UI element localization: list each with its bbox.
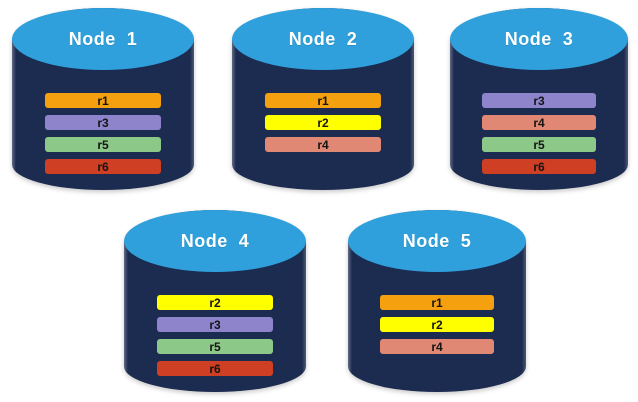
replica-bar[interactable]: r2 — [380, 317, 494, 332]
replica-bar[interactable]: r5 — [45, 137, 161, 152]
cylinder-top-ellipse: Node 4 — [124, 210, 306, 272]
replica-label: r3 — [97, 115, 109, 130]
replica-bar[interactable]: r5 — [157, 339, 273, 354]
replica-label: r2 — [209, 295, 221, 310]
cylinder-top-ellipse: Node 2 — [232, 8, 414, 70]
replica-label: r6 — [209, 361, 221, 376]
database-node-cylinder[interactable]: Node 2 r1 r2 r4 — [232, 8, 414, 190]
replica-label: r3 — [533, 93, 545, 108]
replica-label: r5 — [97, 137, 109, 152]
cylinder-top-ellipse: Node 1 — [12, 8, 194, 70]
database-node-cylinder[interactable]: Node 5 r1 r2 r4 — [348, 210, 526, 392]
cylinder-top-ellipse: Node 5 — [348, 210, 526, 272]
replica-label: r3 — [209, 317, 221, 332]
database-node-cylinder[interactable]: Node 1 r1 r3 r5 r6 — [12, 8, 194, 190]
replica-bar[interactable]: r6 — [157, 361, 273, 376]
replica-label: r6 — [533, 159, 545, 174]
database-node-cylinder[interactable]: Node 4 r2 r3 r5 r6 — [124, 210, 306, 392]
replica-bar[interactable]: r2 — [265, 115, 381, 130]
node-title: Node 1 — [68, 28, 138, 49]
cylinder-top-ellipse: Node 3 — [450, 8, 628, 70]
replica-list: r1 r2 r4 — [232, 93, 414, 152]
replica-list: r1 r3 r5 r6 — [12, 93, 194, 174]
replica-bar[interactable]: r3 — [45, 115, 161, 130]
node-title: Node 4 — [180, 230, 250, 251]
replica-bar[interactable]: r3 — [157, 317, 273, 332]
node-title: Node 3 — [504, 28, 574, 49]
node-title: Node 5 — [402, 230, 472, 251]
replica-list: r2 r3 r5 r6 — [124, 295, 306, 376]
replica-bar[interactable]: r4 — [482, 115, 596, 130]
replica-bar[interactable]: r5 — [482, 137, 596, 152]
replica-label: r6 — [97, 159, 109, 174]
replica-bar[interactable]: r1 — [380, 295, 494, 310]
replica-label: r1 — [431, 295, 443, 310]
replica-bar[interactable]: r4 — [380, 339, 494, 354]
replica-bar[interactable]: r6 — [482, 159, 596, 174]
replica-bar[interactable]: r4 — [265, 137, 381, 152]
replica-label: r2 — [431, 317, 443, 332]
replica-list: r1 r2 r4 — [348, 295, 526, 354]
replica-bar[interactable]: r1 — [45, 93, 161, 108]
replica-bar[interactable]: r1 — [265, 93, 381, 108]
replica-label: r1 — [317, 93, 329, 108]
replica-label: r5 — [533, 137, 545, 152]
replica-label: r2 — [317, 115, 329, 130]
replica-label: r4 — [533, 115, 545, 130]
replica-bar[interactable]: r3 — [482, 93, 596, 108]
replica-label: r4 — [431, 339, 443, 354]
replica-label: r1 — [97, 93, 109, 108]
database-node-cylinder[interactable]: Node 3 r3 r4 r5 r6 — [450, 8, 628, 190]
replica-list: r3 r4 r5 r6 — [450, 93, 628, 174]
replica-bar[interactable]: r6 — [45, 159, 161, 174]
node-title: Node 2 — [288, 28, 358, 49]
replica-label: r4 — [317, 137, 329, 152]
replica-label: r5 — [209, 339, 221, 354]
replica-bar[interactable]: r2 — [157, 295, 273, 310]
